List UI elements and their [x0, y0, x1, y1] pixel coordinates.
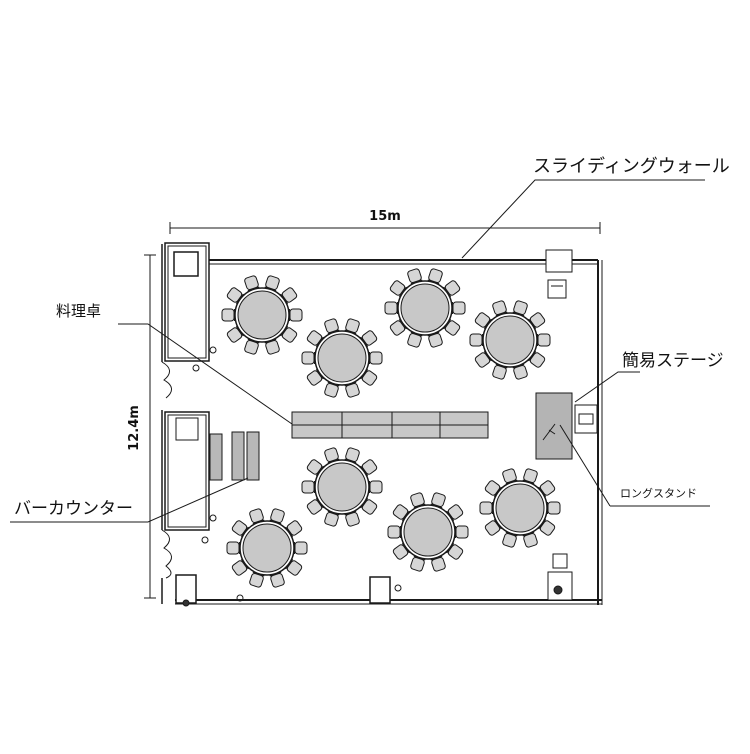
round-tables — [221, 268, 561, 588]
table-top — [400, 283, 450, 333]
callout-lines — [10, 179, 710, 523]
table-top — [485, 315, 535, 365]
table-top — [317, 462, 367, 512]
depth-dimension-label: 12.4m — [127, 405, 142, 451]
width-dimension — [169, 222, 601, 234]
depth-dimension — [144, 254, 156, 599]
simple-stage — [535, 392, 598, 460]
bottom-wall-fixtures — [175, 574, 402, 607]
chair — [288, 308, 303, 322]
chair — [368, 480, 383, 494]
chair — [387, 525, 402, 539]
label-sliding-wall: スライディングウォール — [533, 156, 730, 177]
long-stands — [209, 431, 260, 481]
bar-counter-block — [164, 411, 217, 544]
round-table — [226, 508, 308, 588]
chair — [293, 541, 308, 555]
room-walls — [161, 244, 603, 605]
round-table — [469, 300, 551, 380]
round-table — [221, 275, 303, 355]
chair — [301, 480, 316, 494]
table-top — [242, 523, 292, 573]
chair — [522, 468, 538, 486]
round-table — [301, 447, 383, 527]
chair — [451, 301, 466, 315]
chair — [479, 501, 494, 515]
label-cooking-table: 料理卓 — [56, 302, 101, 320]
chair — [454, 525, 469, 539]
round-table — [387, 492, 469, 572]
round-table — [479, 468, 561, 548]
left-doors — [161, 361, 172, 579]
label-bar-counter: バーカウンター — [14, 499, 133, 519]
table-top — [403, 507, 453, 557]
chair — [221, 308, 236, 322]
equipment-bottom-right — [547, 553, 573, 601]
chair — [546, 501, 561, 515]
chair — [384, 301, 399, 315]
chair — [368, 351, 383, 365]
cooking-table — [291, 411, 489, 439]
round-table — [384, 268, 466, 348]
equipment-top-right — [545, 249, 573, 299]
label-long-stand: ロングスタンド — [620, 486, 697, 500]
chair — [536, 333, 551, 347]
chair — [301, 351, 316, 365]
chair — [226, 541, 241, 555]
round-table — [301, 318, 383, 398]
width-dimension-label: 15m — [369, 209, 401, 224]
table-top — [237, 290, 287, 340]
kitchen-counter-block — [164, 242, 217, 372]
label-simple-stage: 簡易ステージ — [622, 351, 724, 371]
table-top — [495, 483, 545, 533]
table-top — [317, 333, 367, 383]
chair — [469, 333, 484, 347]
